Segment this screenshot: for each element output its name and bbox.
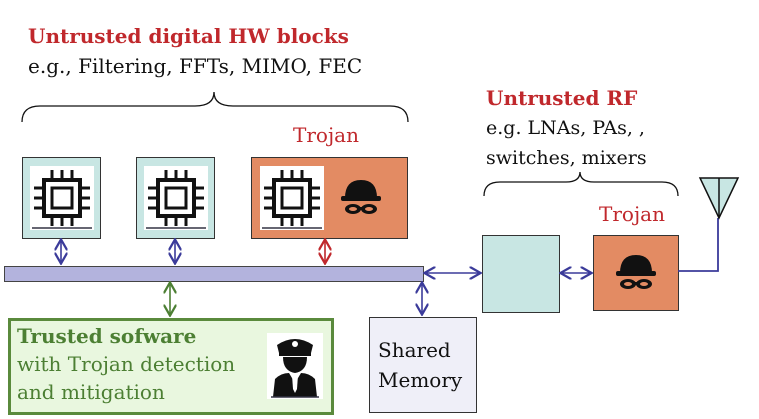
hw-blocks-subtitle: e.g., Filtering, FFTs, MIMO, FEC (28, 54, 363, 78)
trusted-software-block: Trusted sofware with Trojan detection an… (8, 318, 334, 415)
rf-block (482, 235, 560, 313)
hacker-icon (614, 251, 658, 299)
shared-memory-block: Shared Memory (369, 317, 477, 413)
hacker-icon (339, 176, 383, 224)
hw-blocks-title: Untrusted digital HW blocks (28, 24, 349, 48)
wire-trojan-antenna (678, 218, 719, 272)
rf-trojan-block (593, 235, 679, 311)
police-officer-icon (267, 333, 323, 399)
shared-memory-label-2: Memory (378, 368, 463, 392)
antenna-icon (698, 177, 740, 220)
trusted-software-line2: and mitigation (17, 380, 165, 404)
hw-trojan-label: Trojan (293, 123, 359, 147)
shared-memory-label-1: Shared (378, 338, 451, 362)
trusted-software-title: Trusted sofware (17, 324, 197, 348)
cpu-chip-icon (260, 166, 324, 230)
rf-subtitle-line2: switches, mixers (486, 147, 647, 169)
rf-subtitle-line1: e.g. LNAs, PAs, , (486, 117, 645, 139)
cpu-chip-icon (144, 166, 208, 230)
trusted-software-line1: with Trojan detection (17, 352, 236, 376)
rf-brace (483, 171, 679, 197)
hw-brace (21, 91, 409, 123)
hw-block-1 (22, 157, 101, 239)
rf-trojan-label: Trojan (599, 202, 665, 226)
rf-title: Untrusted RF (486, 86, 638, 110)
hw-trojan-block (251, 157, 408, 239)
hw-block-2 (136, 157, 215, 239)
cpu-chip-icon (30, 166, 94, 230)
